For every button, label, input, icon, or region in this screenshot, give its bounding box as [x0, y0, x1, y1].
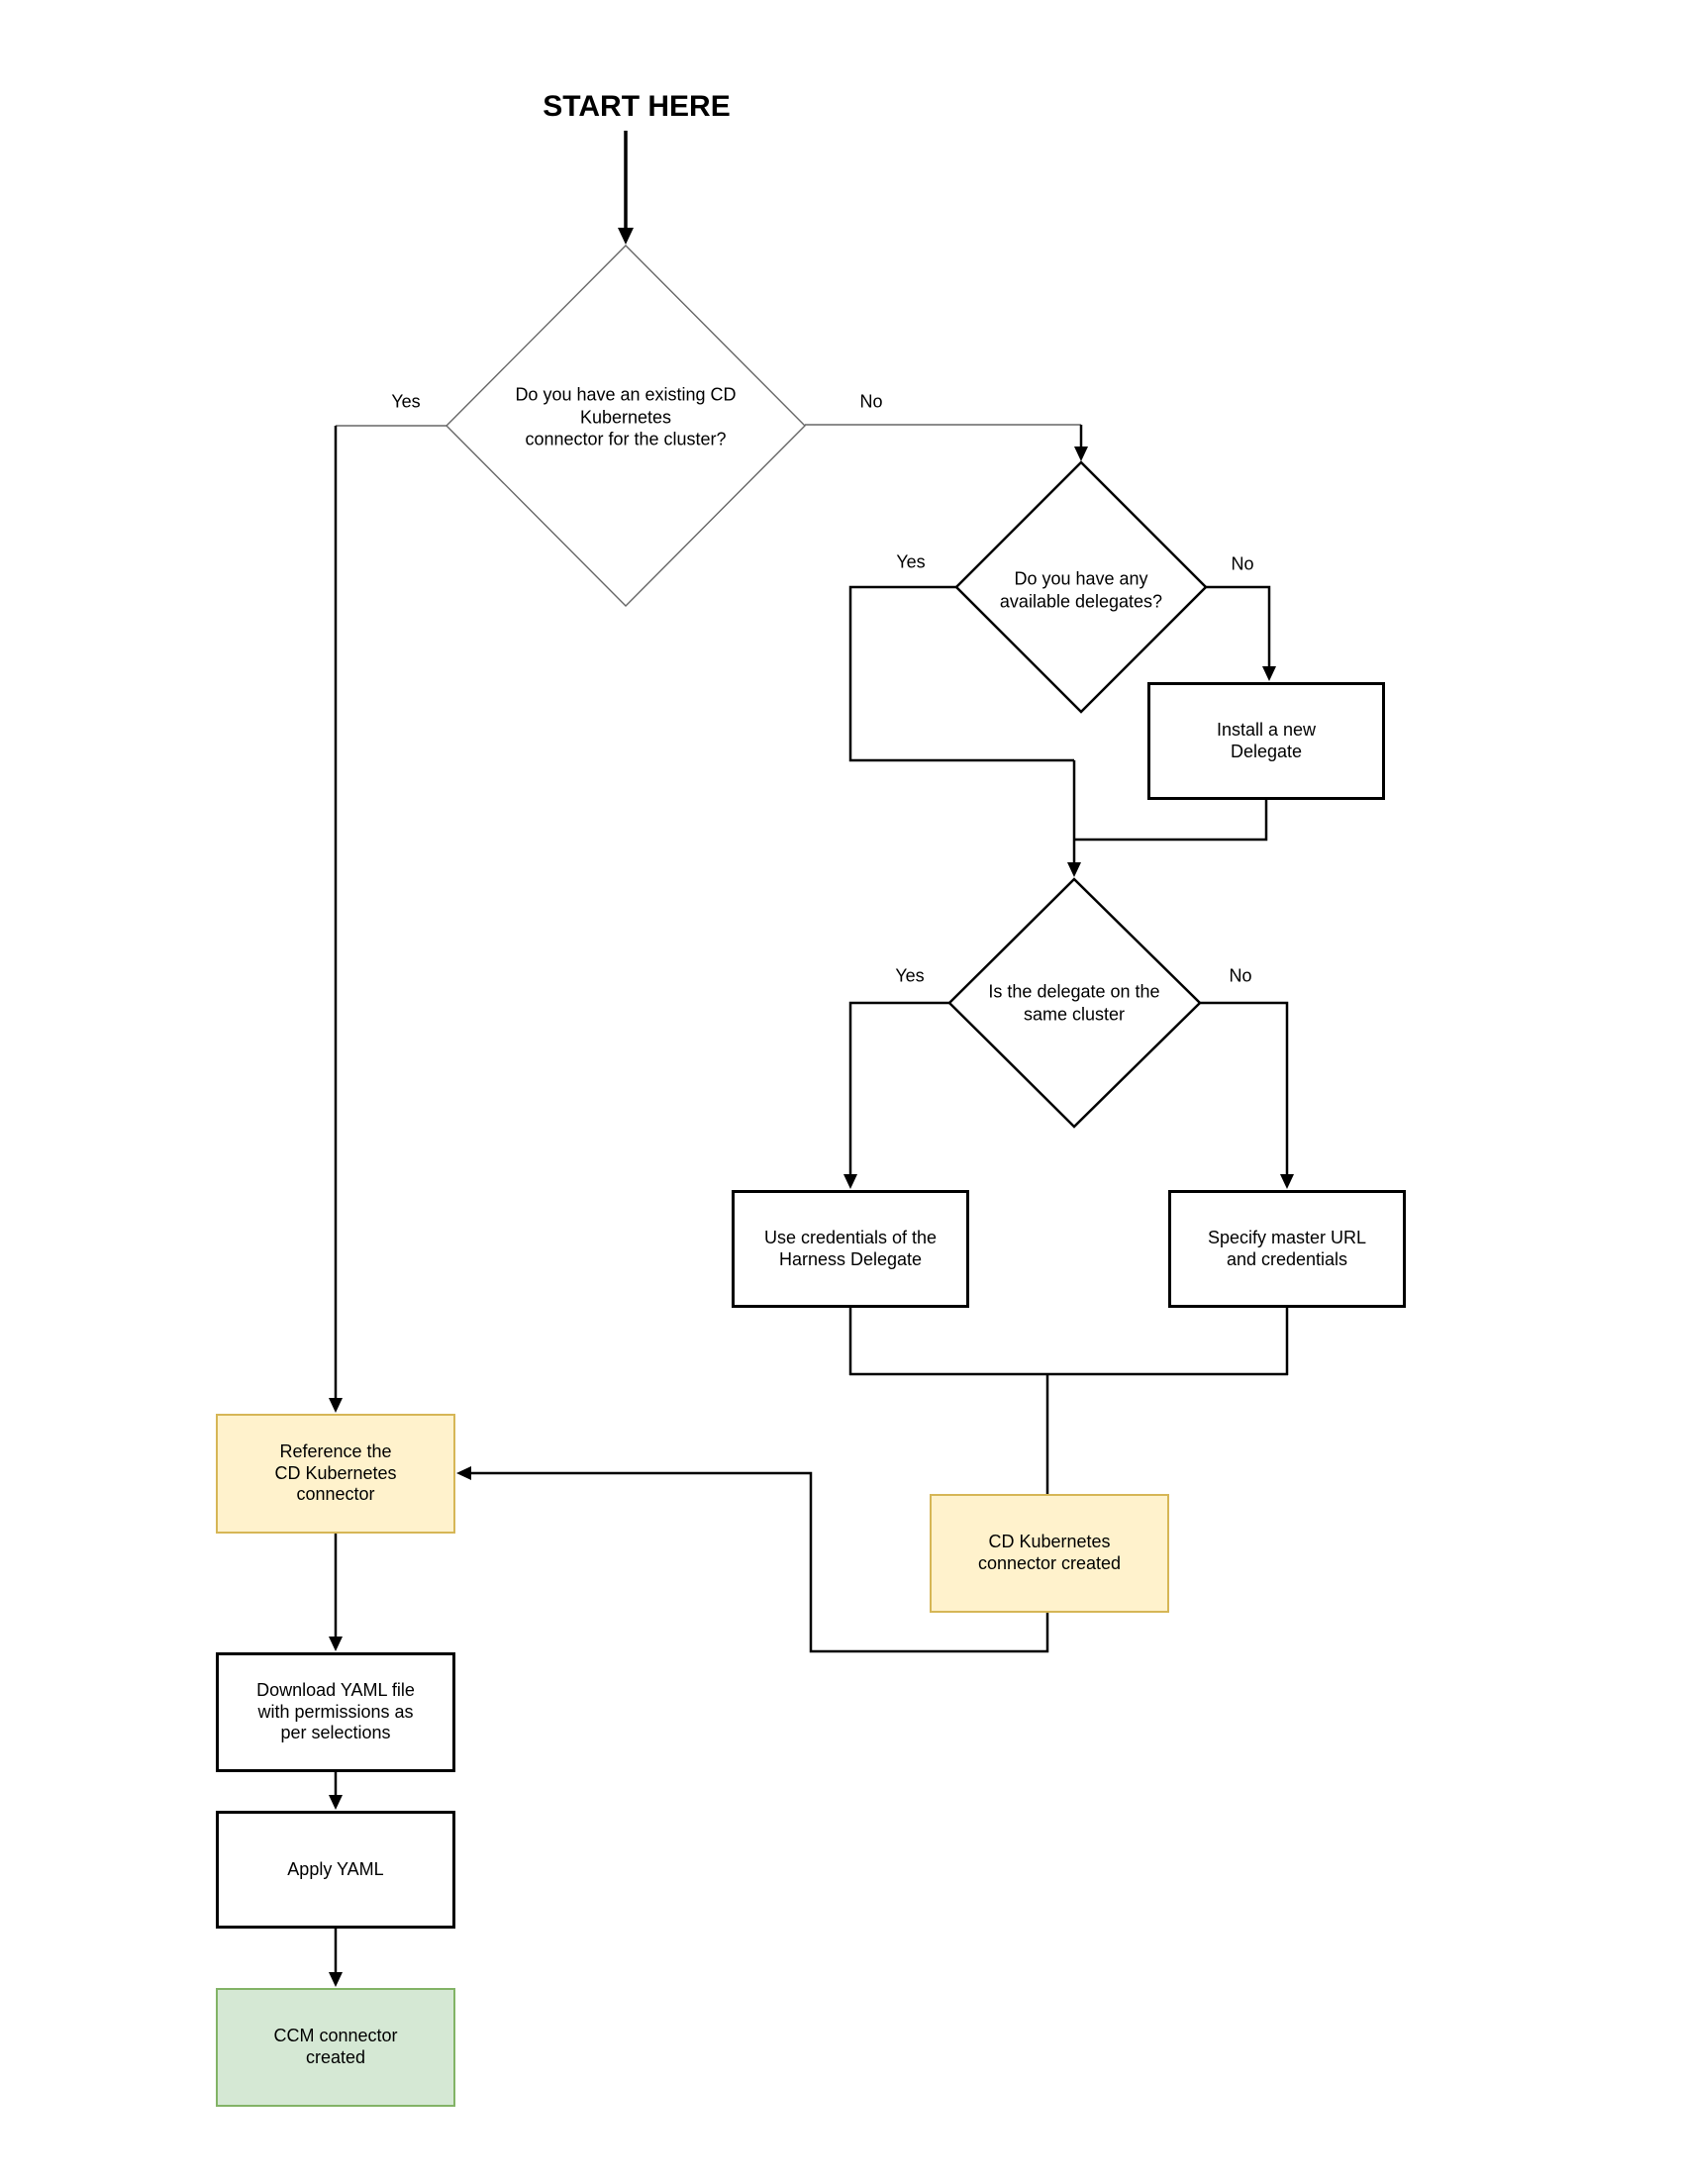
decision-existing-connector-label: Do you have an existing CD Kubernetes co… — [515, 384, 737, 449]
arrowhead-into-apply-yaml — [329, 1795, 343, 1810]
edge-label-same-cluster-yes: Yes — [892, 965, 928, 987]
edge-install-delegate-out — [1074, 800, 1268, 842]
edge-label-existing-no: No — [856, 391, 886, 413]
decision-same-cluster-label: Is the delegate on the same cluster — [988, 981, 1160, 1025]
arrowhead-into-reference-connector-top — [329, 1398, 343, 1413]
edge-label-existing-yes: Yes — [388, 391, 424, 413]
arrowhead-into-reference-connector-right — [456, 1466, 471, 1480]
arrowhead-into-download-yaml — [329, 1637, 343, 1651]
decision-diamond-same-cluster — [947, 877, 1202, 1129]
arrowhead-into-ccm-created — [329, 1972, 343, 1987]
arrowhead-into-use-credentials — [843, 1174, 857, 1189]
edge-same-cluster-no — [1200, 1001, 1289, 1176]
arrowhead-into-delegates-decision — [1074, 447, 1088, 461]
node-use-credentials: Use credentials of the Harness Delegate — [732, 1190, 969, 1308]
node-install-delegate: Install a new Delegate — [1147, 682, 1385, 800]
arrowhead-into-install-delegate — [1262, 666, 1276, 681]
decision-diamond-available-delegates — [954, 460, 1208, 714]
node-cd-connector-created: CD Kubernetes connector created — [930, 1494, 1169, 1613]
arrowhead-into-existing-decision — [618, 228, 634, 245]
decision-available-delegates-label: Do you have any available delegates? — [999, 568, 1163, 612]
edge-label-same-cluster-no: No — [1226, 965, 1255, 987]
edge-delegates-yes — [848, 585, 1074, 762]
edge-label-delegates-no: No — [1228, 553, 1257, 575]
edge-same-cluster-yes — [848, 1001, 949, 1176]
edge-delegates-no — [1206, 585, 1271, 667]
edge-label-delegates-yes: Yes — [893, 551, 929, 573]
node-ccm-connector-created: CCM connector created — [216, 1988, 455, 2107]
node-download-yaml: Download YAML file with permissions as p… — [216, 1652, 455, 1772]
node-specify-master-url: Specify master URL and credentials — [1168, 1190, 1406, 1308]
decision-diamond-existing-connector — [446, 245, 806, 607]
arrowhead-into-specify-master-url — [1280, 1174, 1294, 1189]
arrowhead-into-same-cluster-decision — [1067, 862, 1081, 877]
node-reference-connector: Reference the CD Kubernetes connector — [216, 1414, 455, 1534]
diagram-title: START HERE — [543, 90, 731, 123]
node-apply-yaml: Apply YAML — [216, 1811, 455, 1929]
edge-cd-created-to-reference — [471, 1471, 1049, 1653]
